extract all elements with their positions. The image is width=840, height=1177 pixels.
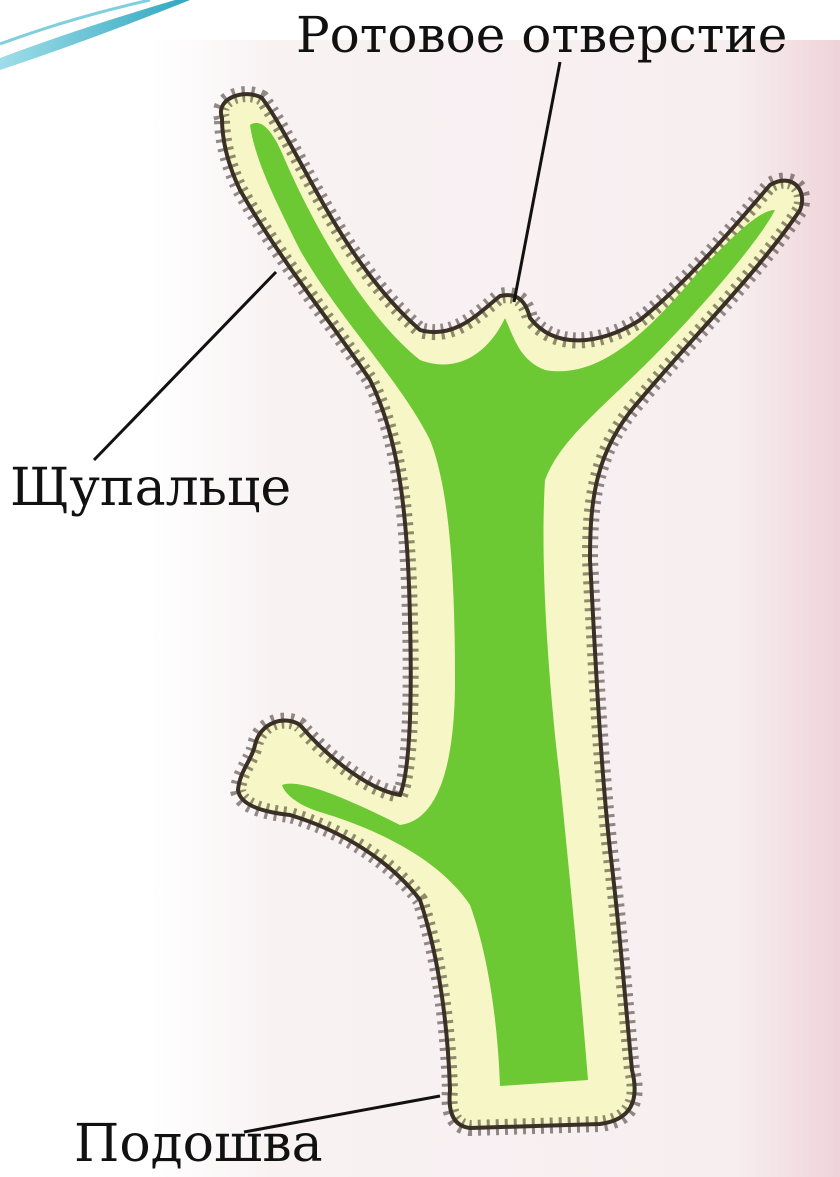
label-tentacle: Щупальце [10,462,291,514]
label-sole: Подошва [74,1118,323,1170]
label-mouth-opening: Ротовое отверстие [296,10,787,60]
